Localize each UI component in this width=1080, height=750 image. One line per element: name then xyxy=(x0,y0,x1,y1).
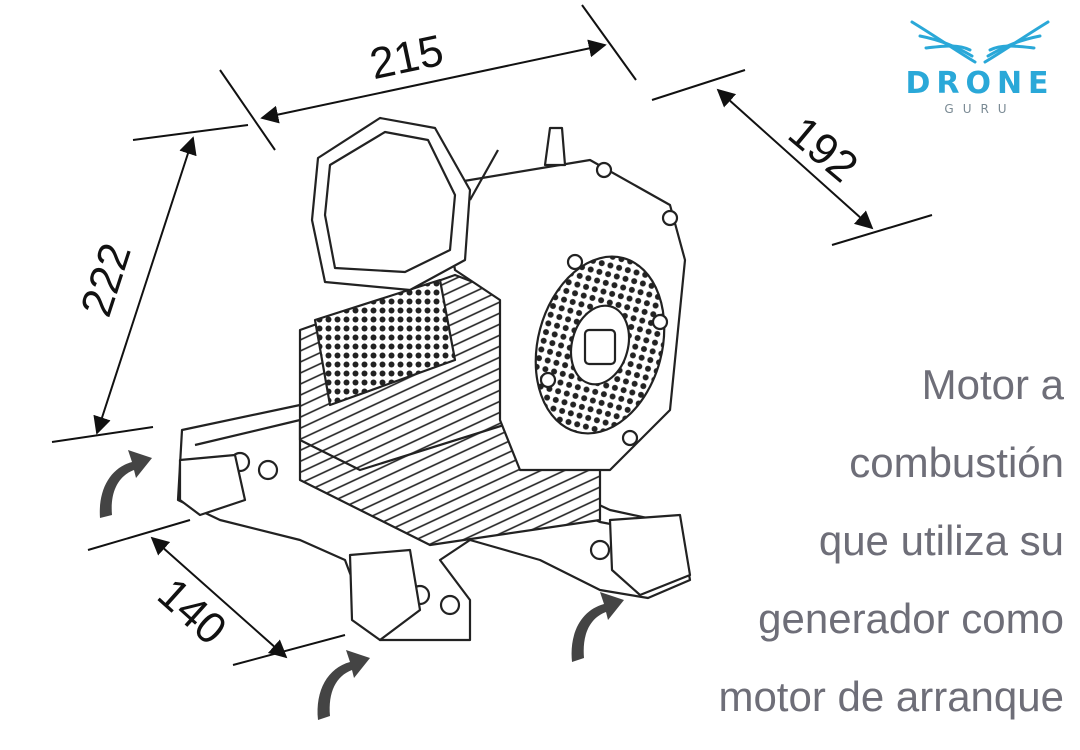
caption-line: generador como xyxy=(758,595,1064,642)
mount-block-left xyxy=(178,453,247,517)
curved-arrows xyxy=(99,450,624,720)
dim-222-arrow xyxy=(93,136,197,435)
ignition-box xyxy=(310,116,472,292)
drone-guru-logo: DRONE GURU xyxy=(900,14,1060,124)
dim-192-arrow xyxy=(716,88,874,230)
spark-plug xyxy=(543,126,567,167)
dim-215-arrow xyxy=(260,39,607,124)
curved-arrow-icon xyxy=(317,650,370,720)
mount-block-front xyxy=(348,548,422,642)
dim-192-extension-bottom xyxy=(831,214,933,246)
caption-line: combustión xyxy=(849,439,1064,486)
perforated-cover xyxy=(313,278,457,407)
mount-block-right xyxy=(608,513,692,597)
output-shaft xyxy=(583,328,617,366)
wings-icon xyxy=(910,20,1050,64)
logo-subtitle: GURU xyxy=(944,102,1016,116)
dim-140-extension-bottom xyxy=(232,634,346,666)
caption-text: Motor a combustión que utiliza su genera… xyxy=(624,360,1064,750)
dim-215-extension-left xyxy=(219,69,276,151)
dim-215-extension-right xyxy=(581,4,637,81)
dim-140-extension-top xyxy=(87,519,191,551)
dimension-lines xyxy=(51,4,933,666)
caption-line: que utiliza su xyxy=(818,517,1064,564)
engine-illustration xyxy=(176,116,692,642)
caption-line: Motor a xyxy=(921,361,1064,408)
dim-222-extension-bottom xyxy=(51,426,154,443)
dim-192-extension-top xyxy=(651,69,746,101)
caption-line: motor de arranque xyxy=(718,673,1064,720)
dim-222-extension-top xyxy=(132,124,249,141)
dim-140-arrow xyxy=(150,536,288,659)
logo-word: DRONE xyxy=(905,66,1055,101)
curved-arrow-icon xyxy=(571,592,624,662)
curved-arrow-icon xyxy=(99,450,152,518)
